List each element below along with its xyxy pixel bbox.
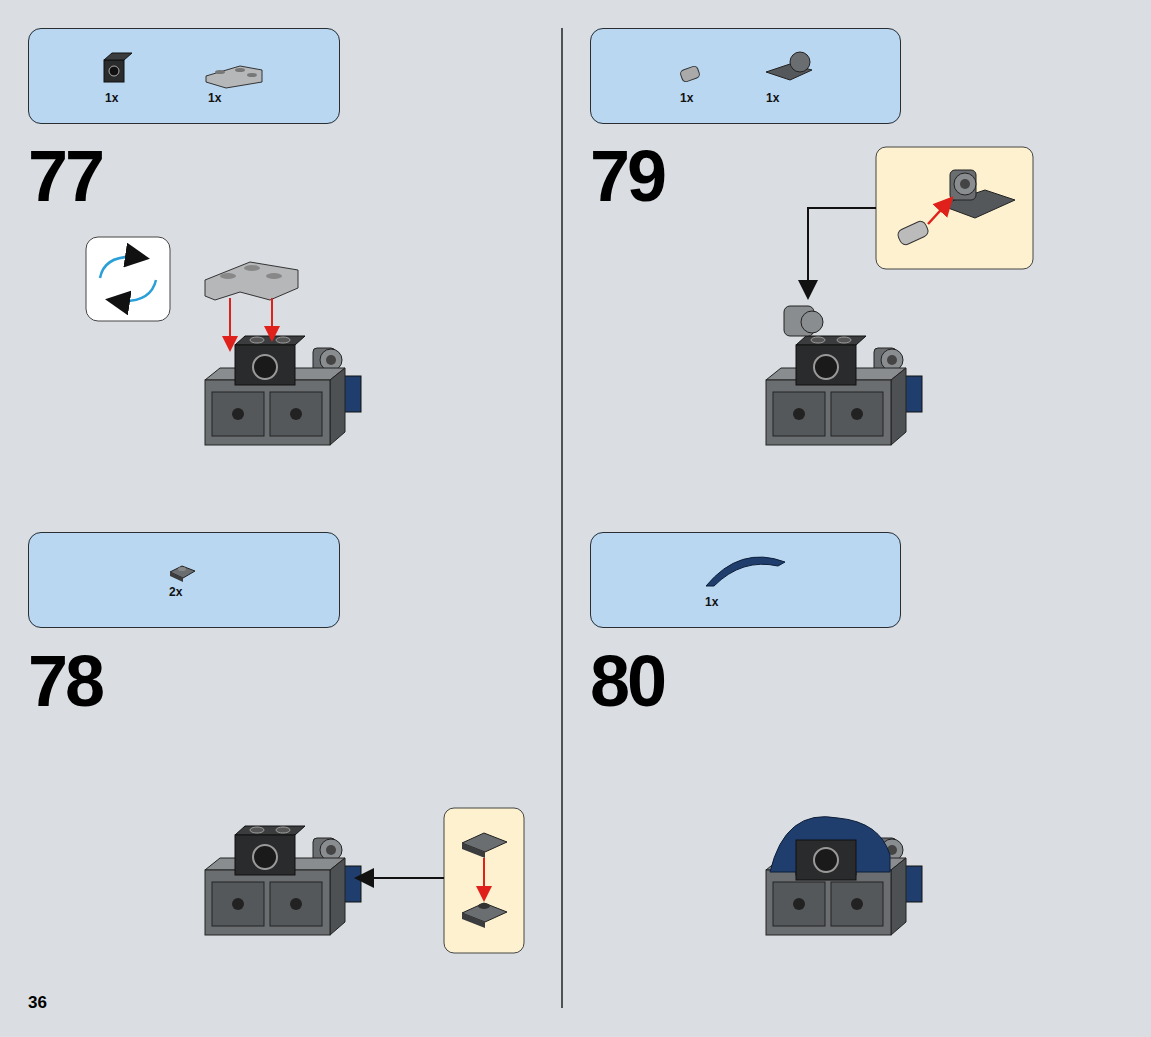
parts-box: 1x [590, 532, 901, 628]
step-number: 79 [590, 140, 664, 212]
step-number: 77 [28, 140, 102, 212]
part-quantity: 1x [705, 595, 718, 609]
parts-box: 1x 1x [590, 28, 901, 124]
step-number: 78 [28, 645, 102, 717]
part-quantity: 1x [208, 91, 221, 105]
part-quantity: 1x [766, 91, 779, 105]
parts-box: 1x 1x [28, 28, 340, 124]
parts-box: 2x [28, 532, 340, 628]
step-number: 80 [590, 645, 664, 717]
part-quantity: 2x [169, 585, 182, 599]
page-number: 36 [28, 994, 47, 1011]
part-quantity: 1x [105, 91, 118, 105]
part-quantity: 1x [680, 91, 693, 105]
